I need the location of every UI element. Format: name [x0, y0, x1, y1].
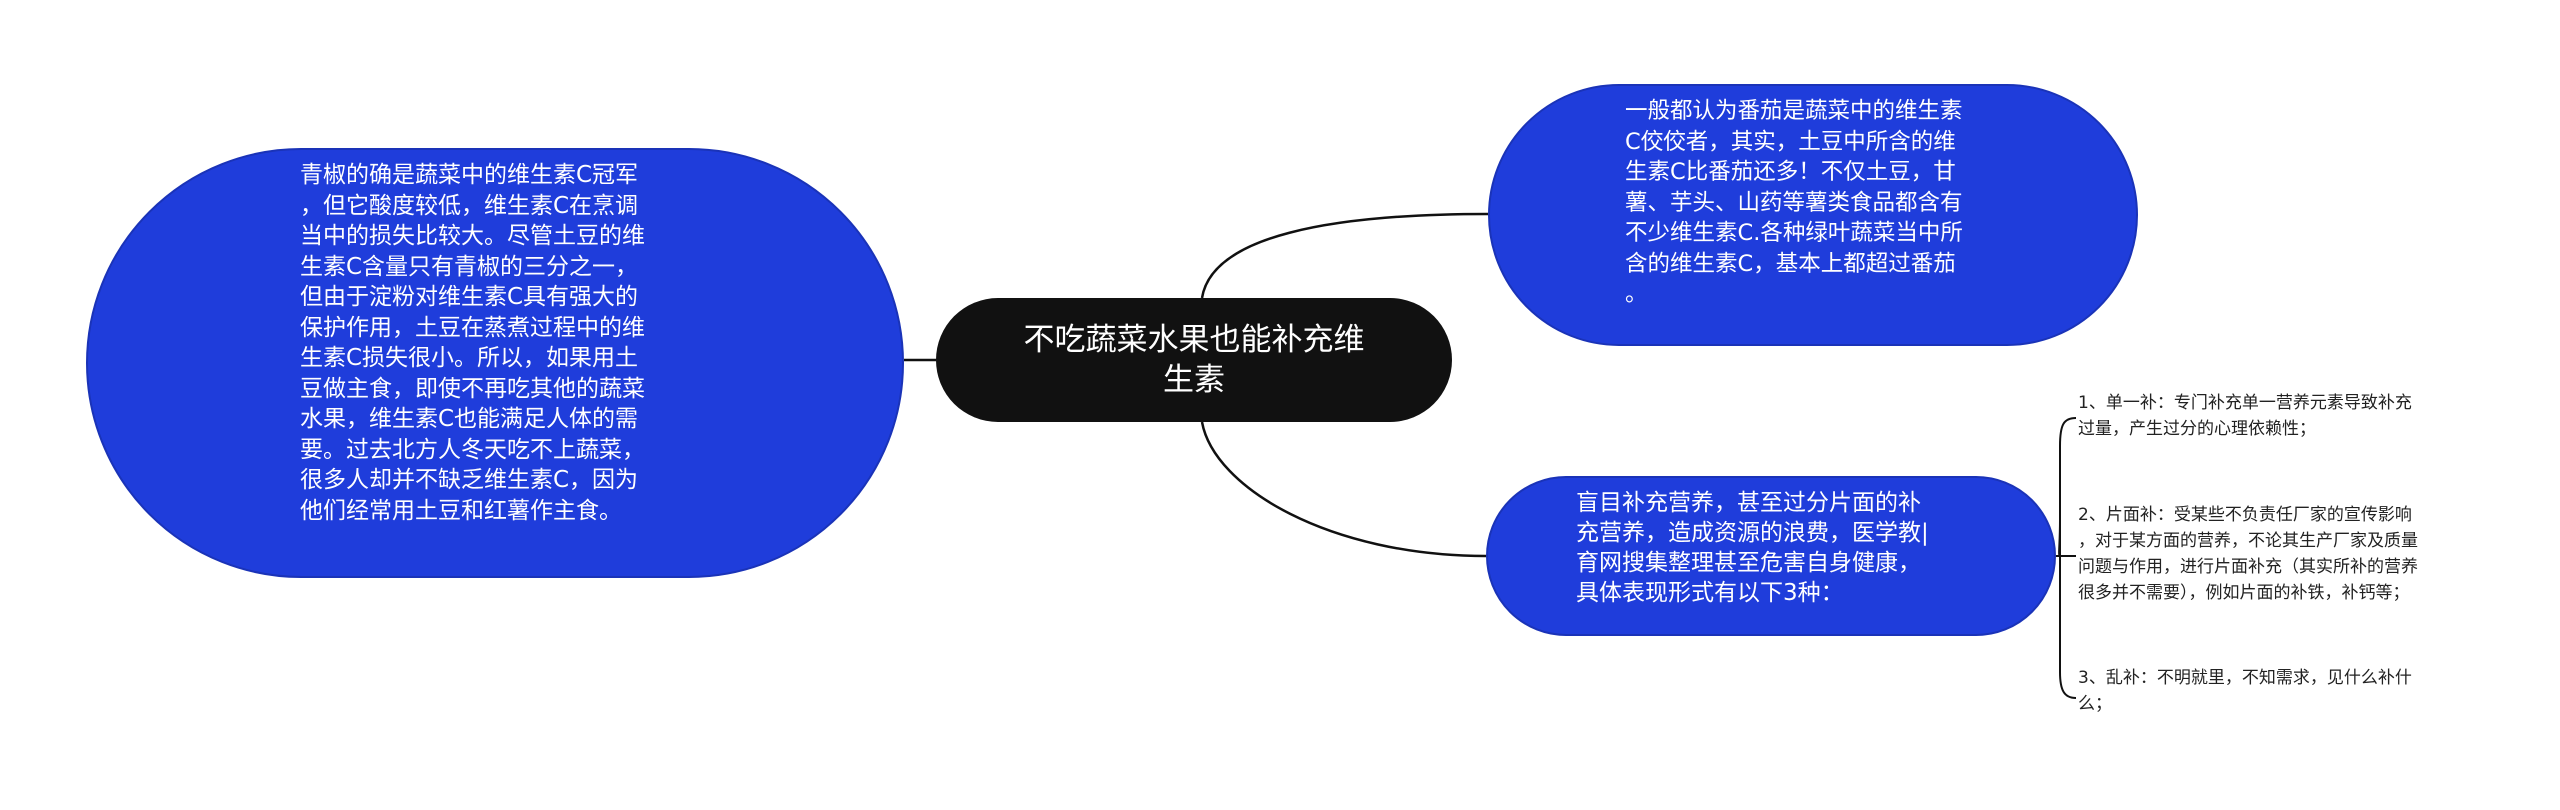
connector-mid-bracket [2056, 417, 2077, 699]
connector-center-right-top [1200, 212, 1489, 299]
node-tomato-vs-potato: 一般都认为番茄是蔬菜中的维生素 C佼佼者，其实，土豆中所含的维 生素C比番茄还多… [1488, 84, 2138, 346]
leaf-random-supplement: 3、乱补：不明就里，不知需求，见什么补什 么； [2078, 668, 2412, 714]
node-tomato-vs-potato-text: 一般都认为番茄是蔬菜中的维生素 C佼佼者，其实，土豆中所含的维 生素C比番茄还多… [1625, 98, 1963, 307]
leaf-partial-supplement: 2、片面补：受某些不负责任厂家的宣传影响 ，对于某方面的营养，不论其生产厂家及质… [2078, 505, 2418, 603]
node-blind-supplement-text: 盲目补充营养，甚至过分片面的补 充营养，造成资源的浪费，医学教| 育网搜集整理甚… [1576, 490, 1929, 606]
node-qingjiao-vs-potato-text: 青椒的确是蔬菜中的维生素C冠军 ，但它酸度较低，维生素C在烹调 当中的损失比较大… [300, 162, 645, 524]
node-qingjiao-vs-potato: 青椒的确是蔬菜中的维生素C冠军 ，但它酸度较低，维生素C在烹调 当中的损失比较大… [86, 148, 904, 578]
central-topic-node: 不吃蔬菜水果也能补充维 生素 [936, 298, 1452, 422]
node-blind-supplement: 盲目补充营养，甚至过分片面的补 充营养，造成资源的浪费，医学教| 育网搜集整理甚… [1486, 476, 2056, 636]
connector-center-right-mid [1200, 421, 1487, 558]
leaf-single-supplement: 1、单一补：专门补充单一营养元素导致补充 过量，产生过分的心理依赖性； [2078, 393, 2412, 439]
central-topic-text: 不吃蔬菜水果也能补充维 生素 [1023, 322, 1365, 398]
